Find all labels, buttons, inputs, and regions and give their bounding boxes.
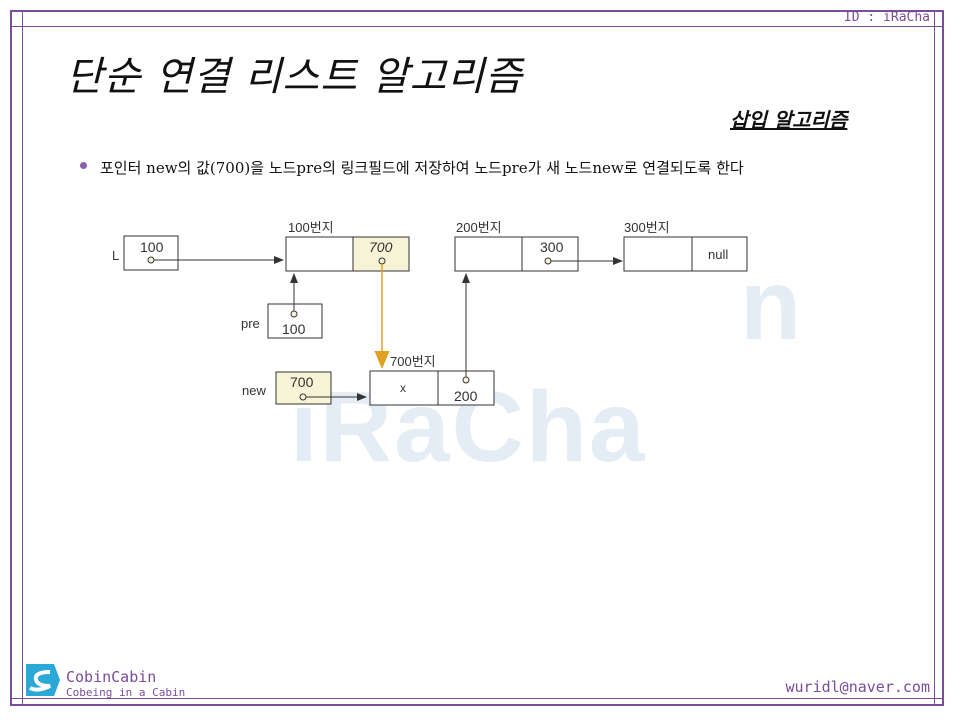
node100-link-field (352, 236, 410, 272)
node200-data-field (454, 236, 523, 272)
pre-label: pre (241, 316, 260, 331)
node100-pointer-dot (378, 257, 386, 265)
frame-right-rule (934, 10, 935, 706)
node200-link-value: 300 (540, 239, 564, 255)
pre-box (267, 303, 323, 339)
cobincabin-logo-icon (24, 662, 62, 698)
node100-address: 100번지 (288, 220, 334, 235)
node100-link-value: 700 (369, 239, 393, 255)
slide-frame (10, 10, 944, 706)
node100-data-field (285, 236, 354, 272)
frame-left-rule (22, 10, 23, 706)
frame-bottom-rule (10, 698, 944, 699)
pre-pointer-dot (290, 310, 298, 318)
slide-subtitle: 삽입 알고리즘 (730, 108, 848, 132)
author-email: wuridl@naver.com (785, 678, 931, 696)
node300-link-value: null (708, 247, 728, 262)
new-pointer-dot (299, 393, 307, 401)
node300-link-field (691, 236, 748, 272)
node200-link-field (521, 236, 579, 272)
bullet-icon (80, 162, 87, 169)
node700-data-value: x (400, 381, 406, 395)
bullet-text: 포인터 new의 값(700)을 노드pre의 링크필드에 저장하여 노드pre… (100, 159, 744, 177)
watermark-fragment: n (740, 249, 802, 361)
new-value: 700 (290, 374, 314, 390)
node700-data-field (369, 370, 439, 406)
node200-pointer-dot (544, 257, 552, 265)
L-pointer-dot (147, 256, 155, 264)
node700-pointer-dot (462, 376, 470, 384)
L-box (123, 235, 179, 271)
node300-address: 300번지 (624, 220, 670, 235)
id-label: ID : iRaCha (843, 10, 930, 25)
L-value: 100 (140, 239, 164, 255)
pre-value: 100 (282, 321, 306, 337)
node700-link-value: 200 (454, 388, 478, 404)
node200-address: 200번지 (456, 220, 502, 235)
L-label: L (112, 248, 119, 263)
slide-title: 단순 연결 리스트 알고리즘 (66, 54, 523, 100)
frame-top-rule (10, 26, 944, 27)
new-label: new (242, 383, 266, 398)
brand-name: CobinCabin (66, 668, 157, 686)
brand-tagline: Cobeing in a Cabin (66, 686, 186, 699)
node700-address: 700번지 (390, 354, 436, 369)
node300-data-field (623, 236, 693, 272)
